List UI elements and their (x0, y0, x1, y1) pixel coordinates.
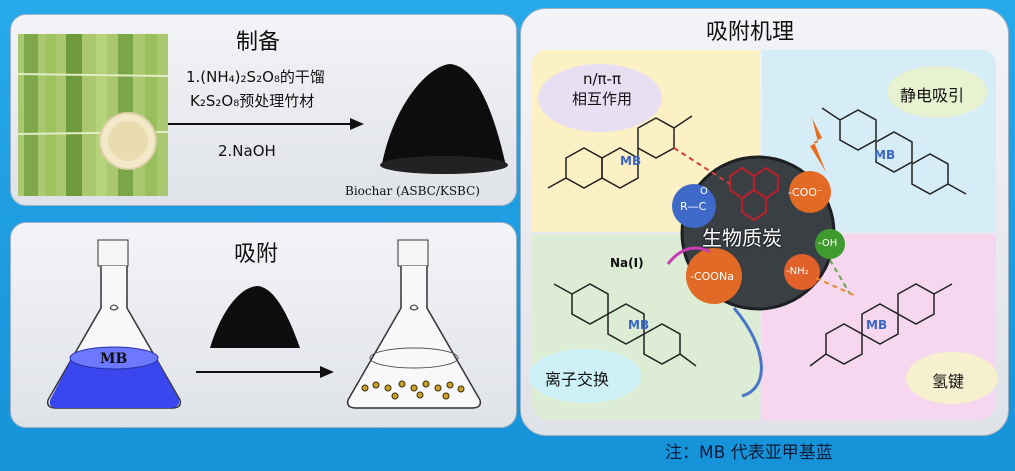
h-bond-link-2 (815, 277, 857, 297)
coo-label: -COO⁻ (788, 186, 823, 199)
r-group-sphere (672, 184, 716, 228)
prep-title: 制备 (236, 30, 281, 55)
electrostatic-bubble (887, 66, 987, 118)
r-group-label: R—C (680, 200, 707, 213)
prep-step2: 2.NaOH (218, 142, 276, 160)
coona-label: -COONa (690, 270, 734, 283)
ion-exchange-arrow (732, 307, 763, 398)
flask-clear (346, 239, 482, 409)
mb-molecule-bottom-left (553, 283, 697, 367)
bamboo-photo (18, 34, 168, 196)
oh-sphere (815, 229, 845, 259)
mb-molecule-bottom-right (809, 283, 953, 367)
q3-label: 离子交换 (545, 370, 610, 389)
preparation-graphic (17, 34, 508, 196)
na-label: Na(I) (610, 256, 644, 270)
mb-tag-q1: MB (620, 154, 642, 168)
biochar-pile-small (210, 286, 300, 348)
prep-step1-line1: 1.(NH₄)₂S₂O₈的干馏 (186, 68, 325, 86)
mb-tag-q3: MB (628, 318, 650, 332)
pi-pi-link (673, 147, 731, 185)
adsorption-graphic (46, 239, 482, 409)
adsorb-title: 吸附 (234, 242, 279, 267)
biochar-pile (382, 64, 506, 166)
graphene-lattice (728, 166, 780, 222)
q4-label: 氢键 (932, 372, 965, 391)
hydrogen-bond-bubble (906, 352, 998, 404)
na-arrow (666, 246, 711, 265)
mb-tag-q2: MB (874, 148, 896, 162)
mechanism-graphic (529, 64, 998, 404)
q2-label: 静电吸引 (900, 86, 965, 105)
ion-exchange-bubble (529, 349, 641, 403)
flask-mb (46, 239, 182, 409)
center-label: 生物质炭 (702, 226, 782, 250)
mb-label: MB (100, 351, 128, 367)
nh2-label: -NH₂ (786, 266, 809, 277)
electrostatic-bolt (810, 118, 826, 172)
pi-pi-bubble (538, 64, 662, 132)
o-label: O (700, 186, 708, 197)
coona-sphere (686, 248, 742, 304)
q1-label: n/π-π 相互作用 (571, 70, 632, 108)
biochar-label: Biochar (ASBC/KSBC) (345, 184, 480, 198)
mb-tag-q4: MB (866, 318, 888, 332)
footnote: 注：MB 代表亚甲基蓝 (665, 443, 833, 463)
mechanism-title: 吸附机理 (706, 20, 795, 45)
prep-step1-line2: K₂S₂O₈预处理竹材 (190, 92, 315, 110)
coo-sphere (789, 171, 831, 213)
nh2-sphere (784, 254, 820, 290)
mb-molecule-top-right (821, 107, 967, 195)
adsorbed-particles (361, 380, 465, 400)
oh-label: -OH (818, 238, 838, 249)
h-bond-link (829, 259, 851, 295)
